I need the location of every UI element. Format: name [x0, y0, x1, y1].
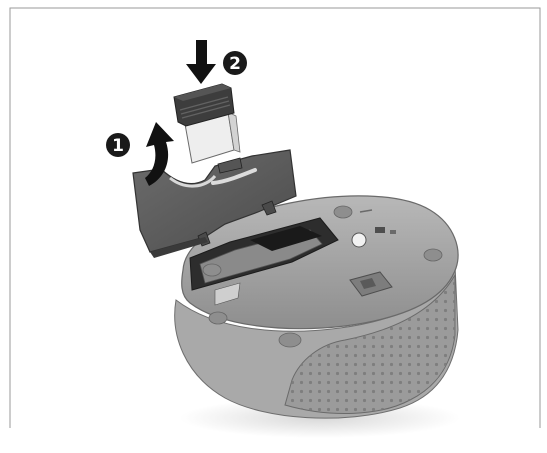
callout-1: 1 — [106, 133, 130, 157]
callout-2-label: 2 — [229, 54, 241, 74]
usb-receiver — [174, 84, 240, 163]
callout-1-label: 1 — [112, 136, 124, 156]
callout-2: 2 — [223, 51, 247, 75]
down-arrow-icon — [186, 40, 216, 84]
